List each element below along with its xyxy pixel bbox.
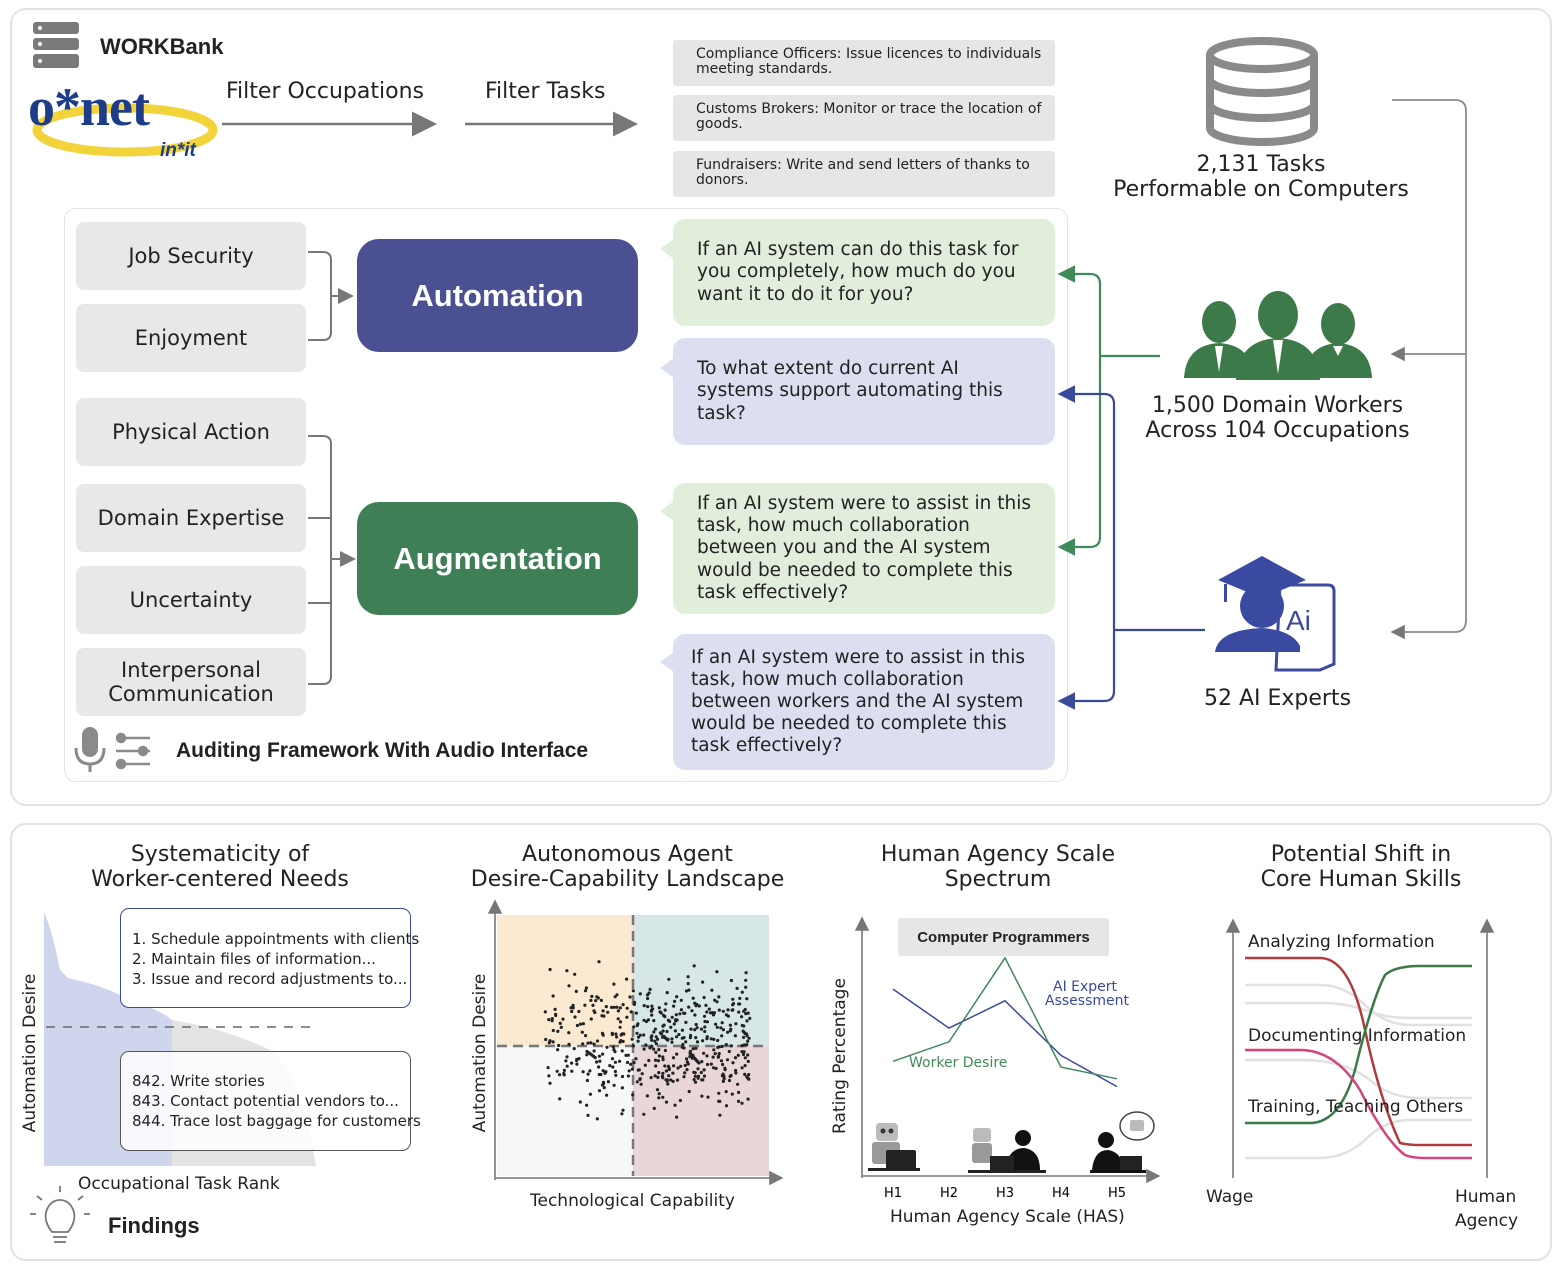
panel1-top-list-box (120, 908, 411, 1008)
question-expert-automation: To what extent do current AI systems sup… (660, 338, 1055, 445)
worker-series-label: Worker Desire (909, 1055, 1008, 1071)
task-example: Customs Brokers: Monitor or trace the lo… (673, 95, 1055, 141)
panel3-ylabel: Rating Percentage (830, 978, 850, 1134)
framework-label: Auditing Framework With Audio Interface (176, 739, 589, 762)
skill-training-teaching-others: Training, Teaching Others (1248, 1097, 1464, 1117)
ai-experts-count: 52 AI Experts (1203, 686, 1352, 711)
skill-analyzing-information: Analyzing Information (1248, 932, 1435, 952)
panel3-occupation-box: Computer Programmers (898, 918, 1109, 956)
panel1-top-item: 2. Maintain files of information... (132, 950, 376, 968)
panel2-title-line2: Desire-Capability Landscape (470, 867, 785, 892)
onet-logo-sub: in*it (160, 140, 196, 161)
findings-label: Findings (108, 1213, 200, 1238)
automation-label: Automation (357, 239, 638, 352)
onet-logo-text: o*net (28, 77, 150, 137)
factor-physical-action: Physical Action (76, 398, 306, 466)
panel2-ylabel: Automation Desire (470, 973, 490, 1133)
filter-occupations-label: Filter Occupations (226, 79, 424, 104)
task-example: Fundraisers: Write and send letters of t… (673, 151, 1055, 197)
panel2-xlabel: Technological Capability (530, 1191, 735, 1211)
panel1-bottom-item: 843. Contact potential vendors to... (132, 1092, 399, 1110)
panel1-bottom-item: 844. Trace lost baggage for customers (132, 1112, 421, 1130)
expert-series-label-line1: AI Expert (1053, 979, 1118, 995)
panel1-ylabel: Automation Desire (20, 973, 40, 1133)
panel4-right-axis-label-line2: Agency (1455, 1211, 1519, 1231)
task-example: Compliance Officers: Issue licences to i… (673, 40, 1055, 86)
panel3-title-line2: Spectrum (944, 867, 1052, 892)
factor-uncertainty: Uncertainty (76, 566, 306, 634)
tasks-count-line1: 2,131 Tasks (1196, 152, 1326, 177)
question-text: If an AI system were to assist in this t… (697, 493, 1032, 603)
expert-series-label-line2: Assessment (1045, 993, 1129, 1009)
panel1-top-item: 1. Schedule appointments with clients (132, 930, 420, 948)
panel4-left-axis-label: Wage (1206, 1187, 1254, 1207)
panel4-title-line1: Potential Shift in (1270, 842, 1452, 867)
skill-documenting-information: Documenting Information (1248, 1026, 1467, 1046)
panel1-bottom-item: 842. Write stories (132, 1072, 265, 1090)
panel1-top-item: 3. Issue and record adjustments to... (132, 970, 408, 988)
panel3-xlabel: Human Agency Scale (HAS) (890, 1207, 1125, 1227)
panel1-title-line1: Systematicity of (130, 842, 310, 867)
ai-expert-icon-text: Ai (1286, 605, 1311, 636)
question-text: To what extent do current AI systems sup… (697, 358, 1003, 424)
panel1-bottom-list-box (120, 1051, 411, 1151)
workers-count-line2: Across 104 Occupations (1145, 418, 1410, 443)
panel3-title-line1: Human Agency Scale (880, 842, 1116, 867)
factor-domain-expertise: Domain Expertise (76, 484, 306, 552)
question-text: If an AI system were to assist in this t… (691, 646, 1026, 757)
question-expert-augmentation: If an AI system were to assist in this t… (660, 634, 1055, 770)
filter-tasks-label: Filter Tasks (485, 79, 606, 104)
workers-count-line1: 1,500 Domain Workers (1151, 393, 1404, 418)
panel4-title-line2: Core Human Skills (1260, 867, 1462, 892)
factor-interpersonal-communication: Interpersonal Communication (76, 648, 306, 716)
panel1-title-line2: Worker-centered Needs (91, 867, 349, 892)
question-worker-augmentation: If an AI system were to assist in this t… (660, 483, 1055, 614)
augmentation-label: Augmentation (357, 502, 638, 615)
panel2-title-line1: Autonomous Agent (522, 842, 733, 867)
panel1-xlabel: Occupational Task Rank (78, 1174, 280, 1194)
panel4-right-axis-label-line1: Human (1455, 1187, 1517, 1207)
factor-job-security: Job Security (76, 222, 306, 290)
tasks-count-line2: Performable on Computers (1113, 177, 1409, 202)
question-text: If an AI system can do this task for you… (697, 239, 1019, 305)
question-worker-automation: If an AI system can do this task for you… (660, 219, 1055, 326)
workbank-label: WORKBank (100, 34, 224, 59)
factor-enjoyment: Enjoyment (76, 304, 306, 372)
